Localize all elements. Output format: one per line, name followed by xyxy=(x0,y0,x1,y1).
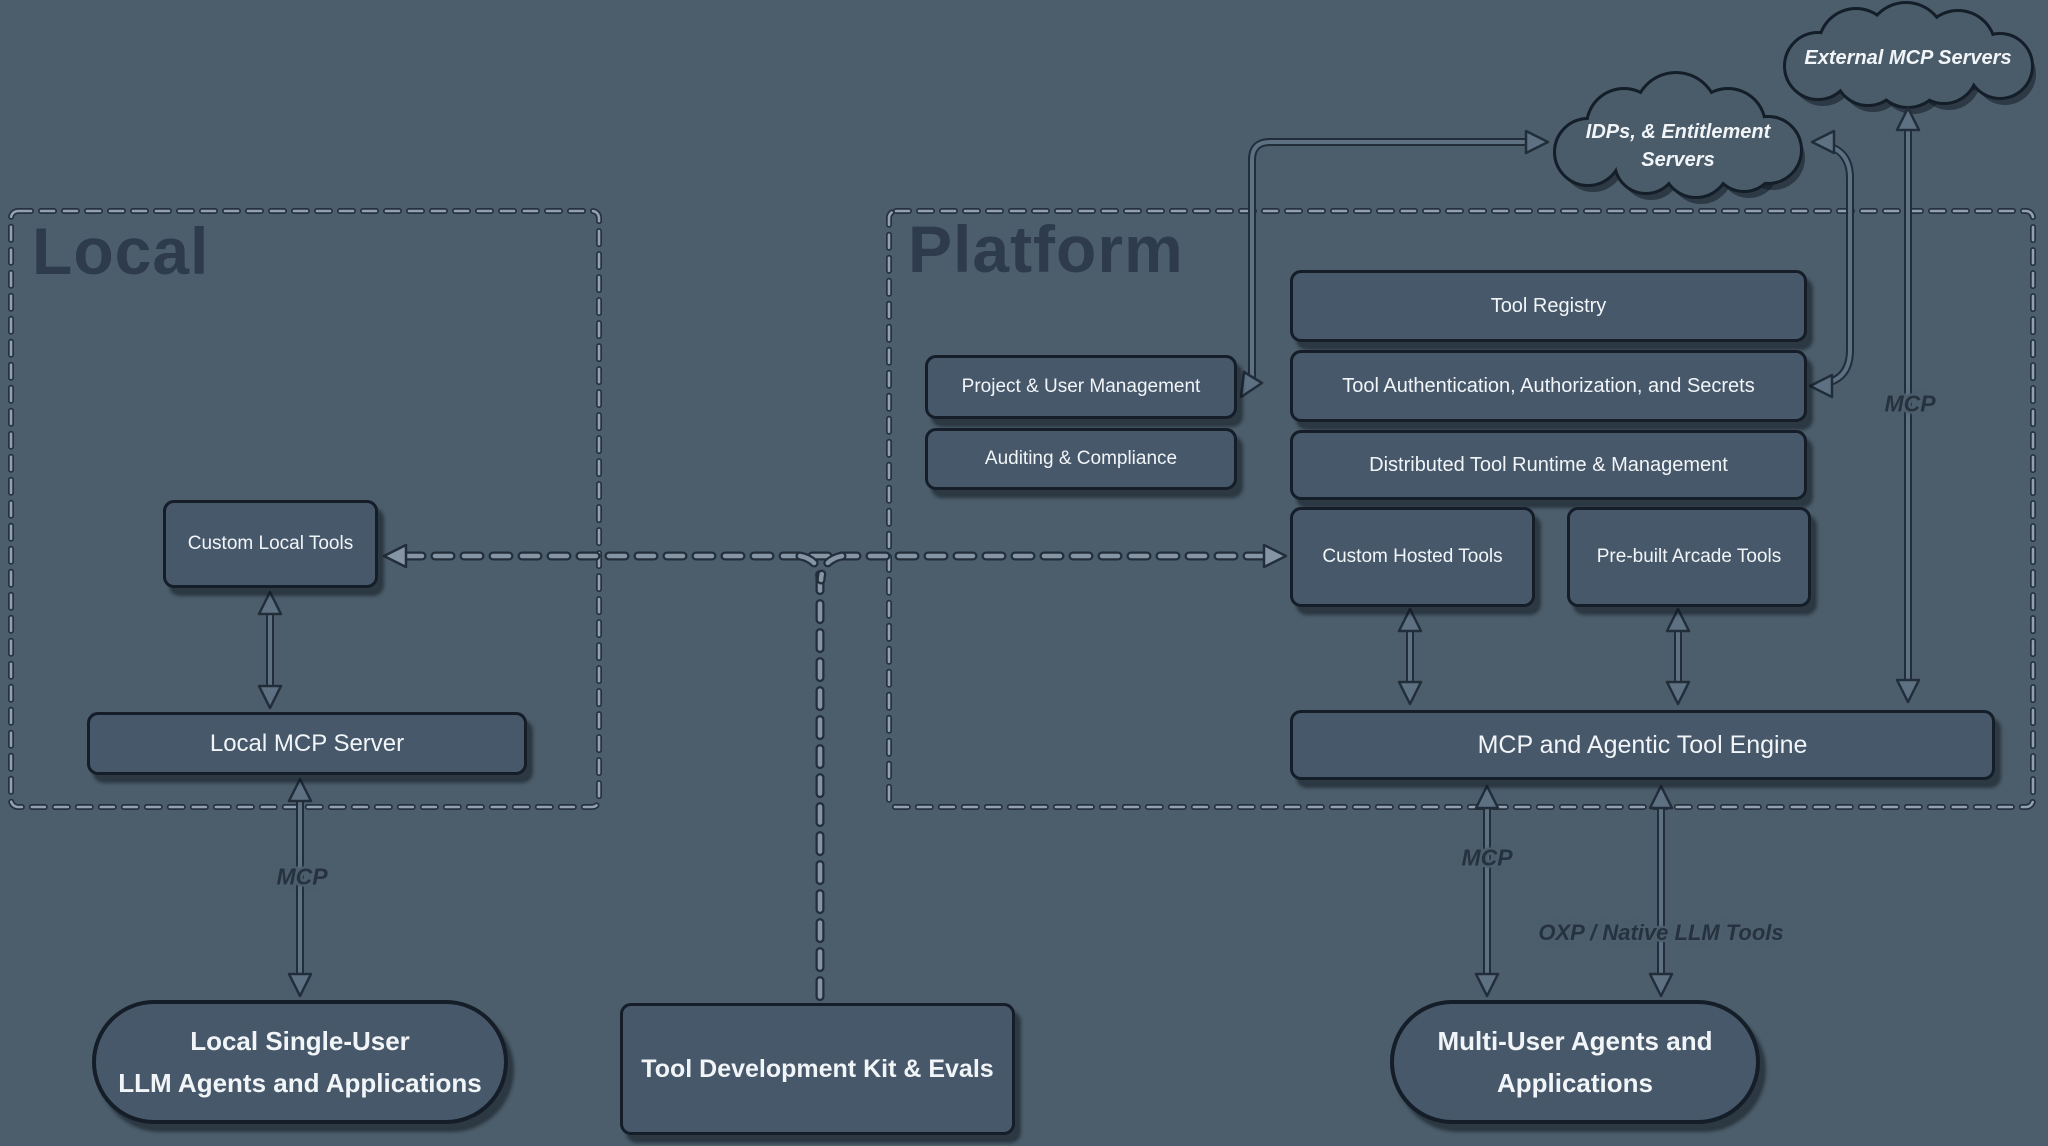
arrow-local-mcp-to-local-agents xyxy=(287,777,313,998)
local-agents-line1: Local Single-User xyxy=(190,1026,410,1056)
node-prebuilt-arcade-tools: Pre-built Arcade Tools xyxy=(1567,507,1811,607)
node-tool-development-kit: Tool Development Kit & Evals xyxy=(620,1003,1015,1135)
node-mcp-agentic-tool-engine: MCP and Agentic Tool Engine xyxy=(1290,710,1995,780)
node-project-user-management: Project & User Management xyxy=(925,355,1237,419)
edge-label-mcp-local: MCP xyxy=(276,863,328,890)
node-auditing-compliance: Auditing & Compliance xyxy=(925,428,1237,490)
node-tool-registry: Tool Registry xyxy=(1290,270,1807,342)
arrow-tool-auth-to-idps xyxy=(1808,129,1854,399)
multi-user-line1: Multi-User Agents and xyxy=(1437,1026,1713,1056)
node-multi-user-agents: Multi-User Agents and Applications xyxy=(1390,1000,1760,1124)
platform-zone-border xyxy=(886,208,2036,810)
local-zone-border xyxy=(8,208,602,810)
external-mcp-servers-label: External MCP Servers xyxy=(1804,47,2012,69)
multi-user-line2: Applications xyxy=(1496,1068,1653,1098)
node-local-single-user-agents: Local Single-User LLM Agents and Applica… xyxy=(92,1000,508,1124)
edge-label-mcp-engine: MCP xyxy=(1461,844,1513,871)
edge-label-oxp: OXP / Native LLM Tools xyxy=(1538,920,1784,945)
arrow-arcade-to-engine xyxy=(1665,607,1691,706)
node-distributed-runtime: Distributed Tool Runtime & Management xyxy=(1290,430,1807,500)
idps-label-line1: IDPs, & Entitlement xyxy=(1585,121,1771,143)
local-zone-title: Local xyxy=(32,214,210,288)
node-tool-authentication: Tool Authentication, Authorization, and … xyxy=(1290,350,1807,422)
platform-zone-title: Platform xyxy=(908,212,1184,286)
dashed-connector-tools xyxy=(382,543,1288,1005)
idps-entitlement-label: IDPs, & Entitlement Servers xyxy=(1586,118,1770,174)
arrow-project-mgmt-to-idps xyxy=(1239,129,1550,399)
arrow-custom-local-to-local-mcp xyxy=(257,590,283,710)
node-custom-local-tools: Custom Local Tools xyxy=(163,500,378,588)
local-agents-line2: LLM Agents and Applications xyxy=(118,1068,482,1098)
arrow-engine-to-multiuser-mcp xyxy=(1474,784,1500,998)
edge-label-mcp-external: MCP xyxy=(1884,390,1936,417)
node-custom-hosted-tools: Custom Hosted Tools xyxy=(1290,507,1535,607)
arrow-external-mcp-to-engine xyxy=(1895,106,1921,704)
arrow-engine-to-multiuser-oxp xyxy=(1648,784,1674,998)
arrow-hosted-to-engine xyxy=(1397,607,1423,706)
idps-label-line2: Servers xyxy=(1641,149,1715,171)
node-local-mcp-server: Local MCP Server xyxy=(87,712,527,775)
